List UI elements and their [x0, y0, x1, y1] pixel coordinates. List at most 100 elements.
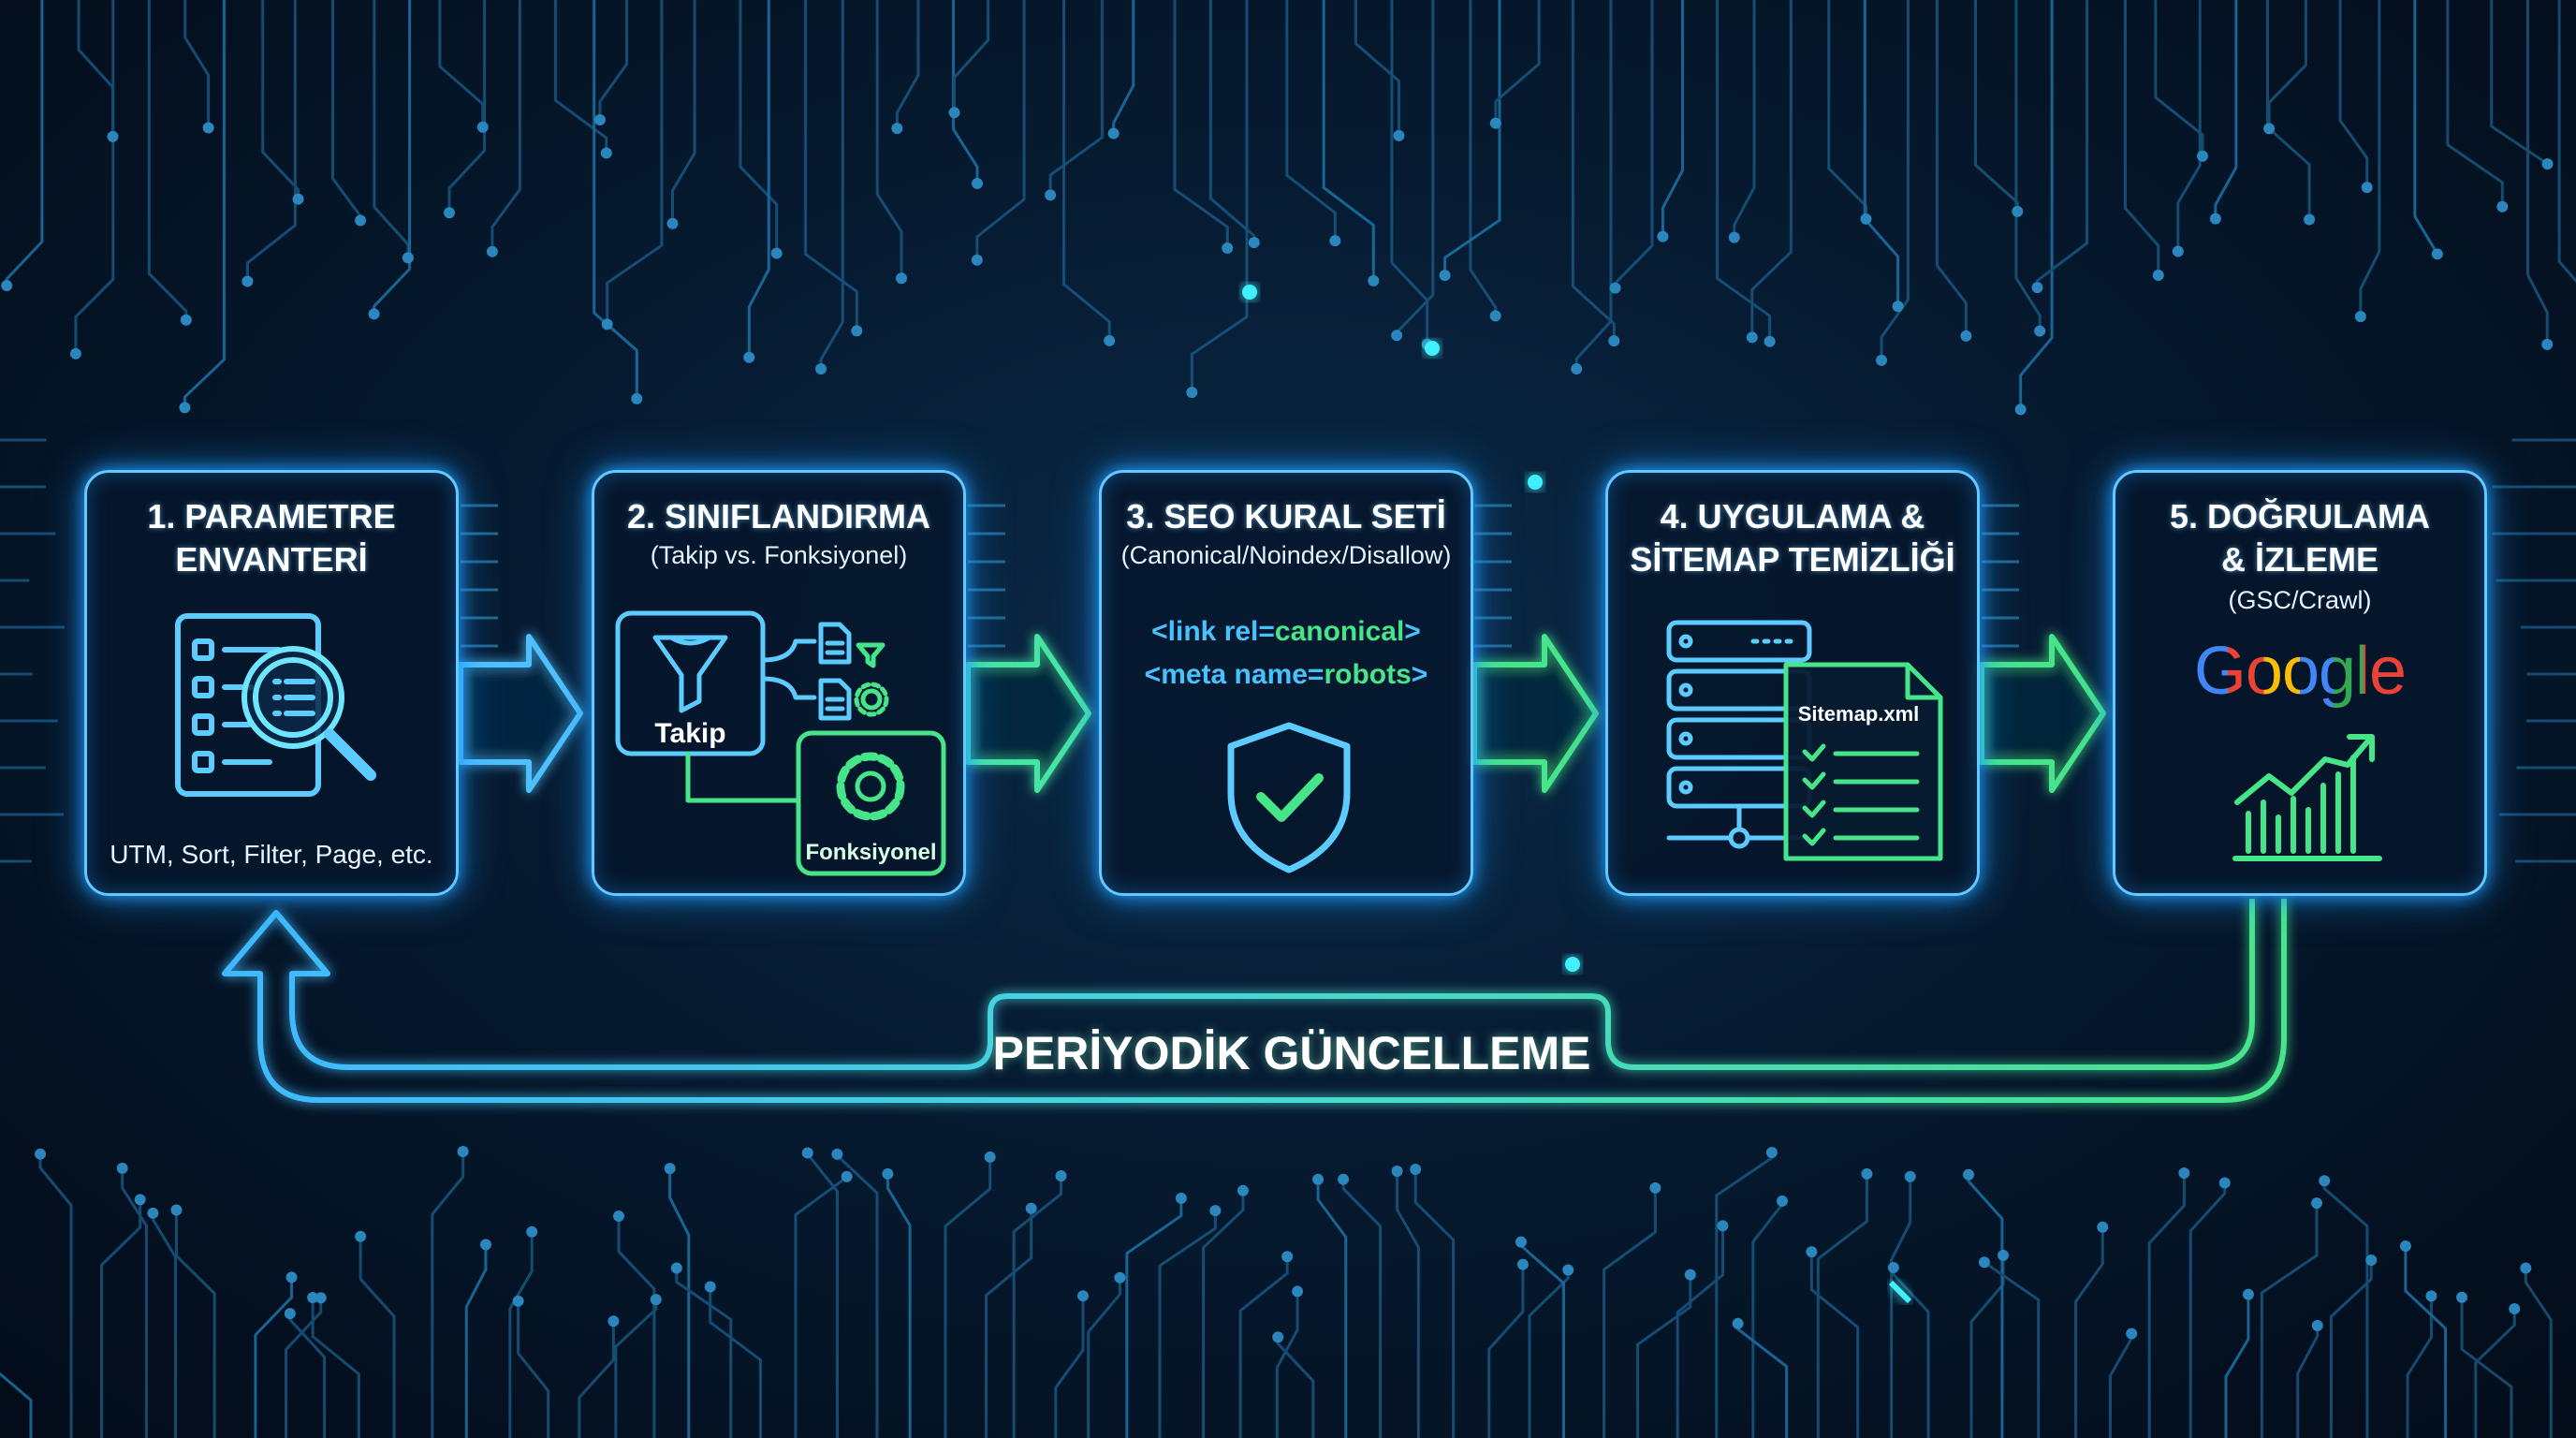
circuit-node [1107, 127, 1120, 139]
circuit-trace [1048, 0, 1104, 196]
circuit-node [2097, 1221, 2109, 1233]
circuit-trace [2014, 0, 2042, 331]
circuit-node [2031, 282, 2043, 294]
circuit-trace [1487, 1264, 1525, 1438]
circuit-node [368, 308, 380, 320]
takip-label: Takip [654, 718, 726, 749]
circuit-node [526, 1225, 538, 1238]
circuit-node [1684, 1269, 1696, 1281]
circuit-node [2456, 1291, 2468, 1303]
circuit-node [1609, 282, 1621, 294]
circuit-node [292, 193, 304, 205]
circuit-node [1776, 1195, 1788, 1207]
circuit-trace [508, 1231, 534, 1438]
circuit-trace [1890, 1176, 1912, 1438]
circuit-trace [2525, 0, 2549, 345]
circuit-node [2311, 1197, 2323, 1210]
circuit-node [2311, 1319, 2323, 1331]
circuit-node [1338, 1173, 1350, 1185]
circuit-trace [2329, 1259, 2373, 1438]
glow-segment [1888, 1280, 1912, 1304]
checklist-magnifier-icon [175, 613, 376, 797]
circuit-node [1248, 237, 1260, 249]
circuit-trace [464, 1244, 488, 1438]
circuit-node [2365, 1254, 2378, 1266]
circuit-trace [617, 1216, 656, 1438]
circuit-node [2361, 182, 2373, 194]
circuit-trace [1816, 1173, 1868, 1438]
circuit-node [1892, 301, 1904, 313]
circuit-trace [1443, 0, 1501, 276]
circuit-trace [2176, 0, 2202, 252]
circuit-node [2209, 213, 2221, 225]
circuit-node [2126, 1328, 2138, 1340]
circuit-trace [1676, 1225, 1724, 1438]
circuit-trace [1880, 0, 1910, 360]
growth-chart-icon [2232, 734, 2382, 861]
circuit-node [1114, 1271, 1126, 1284]
circuit-trace [747, 0, 770, 358]
circuit-node [1312, 1173, 1325, 1185]
circuit-node [2242, 1288, 2254, 1300]
circuit-node [1393, 129, 1405, 141]
circuit-node [2431, 248, 2443, 260]
circuit-node [1055, 1169, 1067, 1181]
circuit-trace [1935, 0, 1968, 336]
glow-node [1565, 957, 1580, 972]
circuit-node [1368, 274, 1380, 286]
circuit-node [770, 247, 783, 259]
circuit-trace [975, 0, 1026, 260]
arrow-2-to-3 [965, 634, 1091, 793]
circuit-trace [2074, 1226, 2104, 1438]
circuit-node [1025, 1202, 1037, 1214]
circuit-trace [1158, 1211, 1217, 1438]
circuit-trace [359, 1236, 396, 1438]
circuit-trace [670, 0, 696, 224]
circuit-trace [38, 1153, 73, 1438]
circuit-node [1998, 1249, 2010, 1261]
google-logo: Google [2115, 634, 2484, 709]
circuit-node [650, 1294, 662, 1306]
circuit-node [704, 1281, 716, 1293]
circuit-node [355, 1230, 367, 1242]
circuit-trace [2123, 0, 2160, 276]
server-sitemap-icon [1666, 620, 1943, 861]
circuit-node [984, 1151, 996, 1163]
circuit-node [1329, 235, 1341, 247]
circuit-node [1, 280, 13, 292]
circuit-node [670, 1262, 682, 1274]
circuit-node [1765, 1147, 1778, 1159]
circuit-node [971, 254, 983, 266]
circuit-node [179, 402, 191, 414]
periodic-update-label: PERİYODİK GÜNCELLEME [992, 1027, 1591, 1079]
circuit-trace [598, 0, 629, 120]
circuit-node [1515, 1236, 1528, 1248]
circuit-node [1728, 231, 1740, 243]
circuit-trace [245, 0, 297, 282]
step-5-subtitle: (GSC/Crawl) [2228, 586, 2372, 614]
shield-check-icon [1227, 722, 1351, 873]
circuit-trace [1238, 1256, 1289, 1438]
circuit-trace [183, 0, 211, 128]
circuit-node [170, 1204, 183, 1216]
code-line-canonical: <link rel=canonical> [1151, 616, 1421, 647]
circuit-node [801, 1147, 813, 1159]
circuit-trace [2266, 0, 2311, 220]
circuit-trace [438, 0, 485, 127]
circuit-node [851, 325, 863, 337]
circuit-node [2012, 205, 2024, 217]
circuit-node [666, 217, 679, 229]
circuit-trace [668, 1168, 691, 1438]
circuit-trace [709, 1286, 762, 1438]
circuit-trace [254, 1277, 294, 1438]
circuit-node [631, 392, 643, 404]
circuit-trace [1202, 1190, 1245, 1438]
circuit-node [315, 1292, 327, 1304]
circuit-trace [2404, 1246, 2448, 1438]
circuit-trace [1413, 1168, 1456, 1438]
code-line-robots: <meta name=robots> [1144, 659, 1428, 690]
circuit-trace [2019, 0, 2054, 410]
step-3-title: 3. SEO KURAL SETİ [1126, 497, 1446, 536]
circuit-node [116, 1162, 128, 1174]
